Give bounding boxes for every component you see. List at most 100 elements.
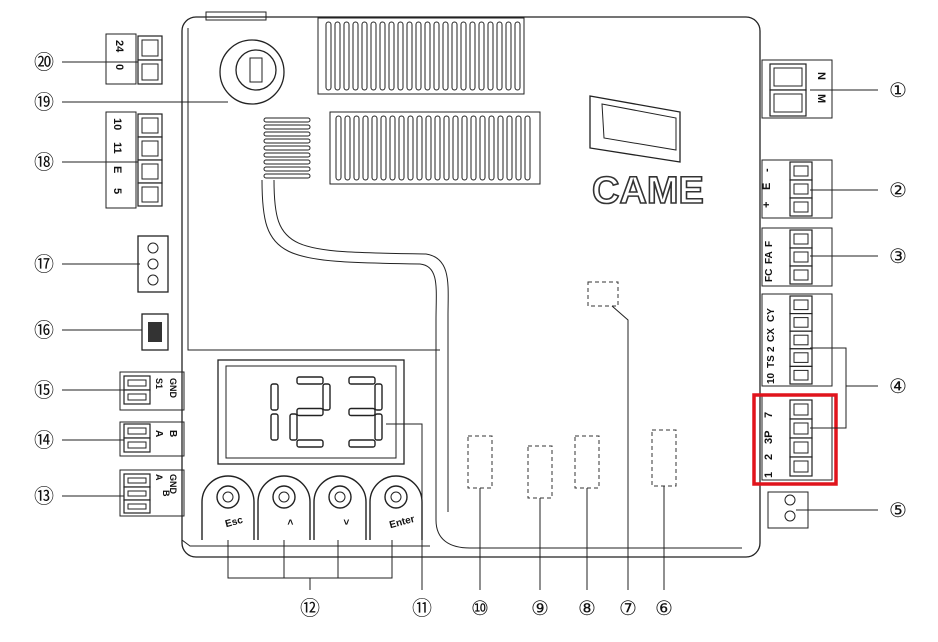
vent-slot — [514, 21, 521, 91]
terminal-20-label-0: 0 — [113, 64, 125, 70]
terminal-14-label-b: B — [167, 430, 178, 437]
terminal-18-screw — [141, 186, 159, 203]
terminal-4-screw — [793, 334, 809, 346]
terminal-4b-label-3p: 3P — [763, 431, 775, 444]
vent-slot — [263, 138, 311, 144]
vent-slot — [406, 21, 413, 91]
vent-frame-mid — [329, 111, 541, 185]
terminal-4b-screw — [793, 460, 809, 473]
terminal-15-screw — [127, 393, 147, 401]
connector-17-pin-3 — [147, 274, 159, 286]
terminal-18-screw — [141, 140, 159, 157]
callout-1: ① — [889, 78, 907, 102]
button-4 — [384, 485, 408, 509]
terminal-13-screw — [127, 477, 147, 484]
terminal-4b-cell — [789, 399, 813, 420]
button-4-center — [390, 491, 402, 503]
callout-15: ⑮ — [34, 378, 54, 402]
terminal-block-15 — [123, 375, 151, 405]
callout-18: ⑱ — [34, 150, 54, 174]
display-panel — [217, 359, 405, 465]
terminal-4b-label-7: 7 — [763, 412, 775, 418]
display-digit-2-segment — [296, 407, 324, 417]
terminal-4-cell — [789, 348, 813, 367]
vent-slot — [388, 21, 395, 91]
terminal-3-cell — [789, 229, 813, 249]
terminal-4b-label-2: 2 — [763, 454, 775, 460]
terminal-2-label-minus: - — [761, 168, 773, 172]
callout-13: ⑬ — [34, 484, 54, 508]
vent-slot — [442, 21, 449, 91]
leader-lines — [62, 61, 878, 590]
vent-slot — [469, 21, 476, 91]
vent-slot — [263, 166, 311, 172]
button-housing — [313, 475, 367, 540]
vent-slot — [452, 115, 459, 181]
leader-11 — [386, 423, 423, 590]
vent-slot — [362, 115, 369, 181]
terminal-15-label-s1: S1 — [154, 378, 164, 389]
terminal-18-label-10: 10 — [111, 118, 123, 130]
fuse-holder-inner — [235, 49, 277, 91]
terminal-4-cell — [789, 330, 813, 350]
switch-16 — [141, 313, 169, 351]
vent-slot — [506, 115, 513, 181]
terminal-1-box — [761, 59, 833, 119]
terminal-18-screw — [141, 117, 159, 134]
terminal-2-box — [761, 159, 833, 219]
button-2 — [272, 485, 296, 509]
terminal-4-box — [761, 293, 833, 387]
terminal-14-label-a: A — [153, 430, 164, 437]
display-digit-3-segment — [374, 413, 383, 441]
inner-divider — [187, 28, 440, 351]
terminal-13-label-b: B — [161, 490, 171, 497]
cable-path-inner — [273, 179, 449, 512]
vent-slot — [263, 117, 311, 123]
terminal-block-1 — [769, 63, 807, 117]
callout-6: ⑥ — [655, 596, 673, 620]
vent-slot — [263, 131, 311, 137]
seven-segment-display — [270, 376, 383, 448]
vent-grille-mid — [335, 115, 531, 181]
vent-grille-side — [263, 117, 311, 179]
vent-slot — [470, 115, 477, 181]
terminal-4b-screw — [793, 441, 809, 454]
vent-slot — [487, 21, 494, 91]
vent-slot — [263, 152, 311, 158]
callout-10: ⑩ — [471, 596, 489, 620]
display-digit-3-segment — [348, 407, 376, 417]
terminal-3-label-fc: FC — [764, 269, 775, 282]
terminal-15-screw — [127, 379, 147, 387]
terminal-4b-screw — [793, 403, 809, 416]
display-digit-1-segment — [270, 413, 279, 441]
vent-slot — [325, 21, 332, 91]
vent-slot — [389, 115, 396, 181]
callout-9: ⑨ — [531, 596, 549, 620]
callout-19: ⑲ — [34, 90, 54, 114]
vent-slot — [344, 115, 351, 181]
vent-slot — [263, 145, 311, 151]
display-digit-2-segment — [289, 413, 298, 441]
button-1 — [216, 485, 240, 509]
leader-7 — [611, 305, 629, 590]
terminal-4-label-cy: CY — [766, 308, 777, 322]
vent-slot — [415, 21, 422, 91]
terminal-4b-label-1: 1 — [763, 472, 775, 478]
vent-slot — [263, 124, 311, 130]
ground-screw-2 — [784, 510, 796, 522]
vent-slot — [461, 115, 468, 181]
marker-8-box — [574, 435, 600, 489]
terminal-13-label-gnd: GND — [168, 474, 178, 495]
vent-slot — [479, 115, 486, 181]
fuse-icon — [249, 57, 263, 83]
terminal-13-screw — [127, 490, 147, 497]
terminal-20-screw — [141, 63, 159, 81]
display-bezel — [225, 365, 397, 459]
terminal-14-box — [119, 421, 185, 457]
vent-slot — [433, 21, 440, 91]
callout-7: ⑦ — [619, 596, 637, 620]
terminal-18-label-11: 11 — [111, 142, 123, 154]
terminal-4-cell — [789, 313, 813, 332]
callout-16: ⑯ — [34, 318, 54, 342]
vent-slot — [343, 21, 350, 91]
